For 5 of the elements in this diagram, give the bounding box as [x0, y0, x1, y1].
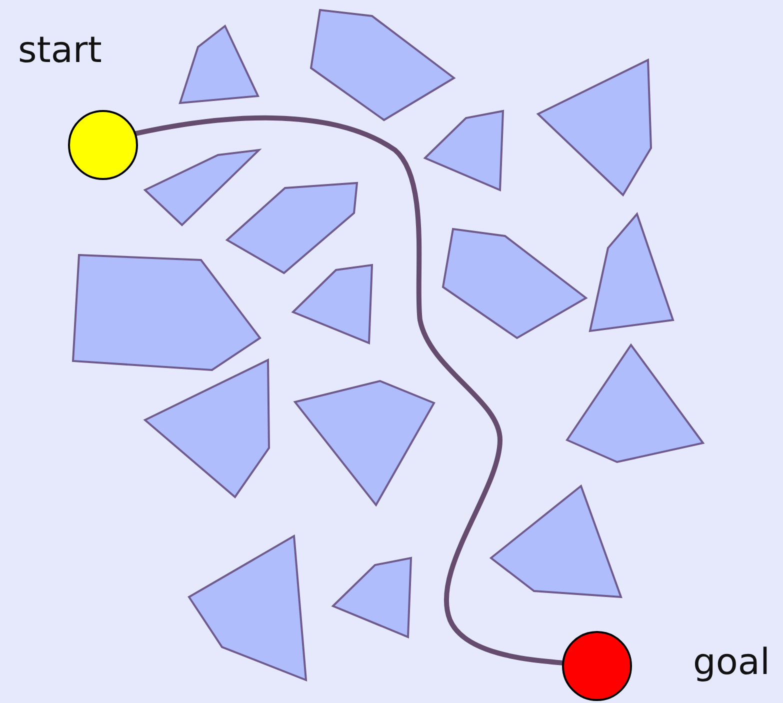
point-label: start [18, 33, 102, 69]
start-marker [68, 110, 138, 180]
path-line [134, 116, 564, 666]
point-label: goal [693, 645, 770, 681]
goal-marker [562, 631, 632, 701]
